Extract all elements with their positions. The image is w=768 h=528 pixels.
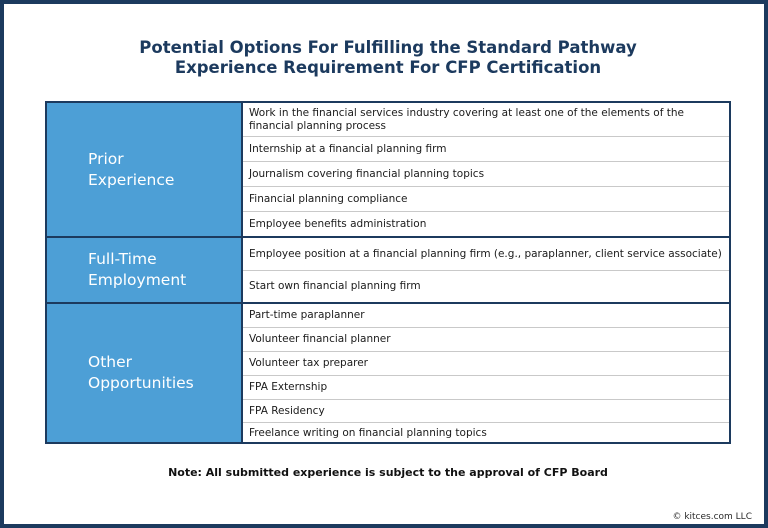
group-prior-experience: Prior Experience Work in the financial s…	[47, 103, 729, 236]
table-row: Part-time paraplanner	[249, 309, 365, 321]
table-row: Freelance writing on financial planning …	[243, 422, 729, 444]
category-label: Prior Experience	[88, 149, 175, 189]
table-row: Work in the financial services industry …	[249, 106, 684, 132]
category-cell: Other Opportunities	[47, 304, 243, 442]
group-other-opportunities: Other Opportunities Part-time paraplanne…	[47, 302, 729, 442]
table-row: FPA Externship	[243, 375, 729, 399]
copyright-notice: © kitces.com LLC	[672, 512, 752, 522]
table-row: Volunteer tax preparer	[243, 351, 729, 375]
category-cell: Full-Time Employment	[47, 238, 243, 302]
table-row: Employee benefits administration	[243, 211, 729, 236]
table-row: Financial planning compliance	[243, 186, 729, 211]
title-line-1: Potential Options For Fulfilling the Sta…	[139, 38, 637, 57]
table-row: Volunteer financial planner	[243, 327, 729, 351]
table-row: Internship at a financial planning firm	[243, 136, 729, 161]
item-list: Part-time paraplanner Volunteer financia…	[243, 304, 729, 442]
table-row: Start own financial planning firm	[243, 270, 729, 302]
options-table: Prior Experience Work in the financial s…	[45, 101, 731, 444]
title-line-2: Experience Requirement For CFP Certifica…	[174, 58, 602, 77]
footnote: Note: All submitted experience is subjec…	[168, 466, 608, 479]
table-row: Employee position at a financial plannin…	[249, 247, 722, 260]
item-list: Work in the financial services industry …	[243, 103, 729, 236]
table-row: Journalism covering financial planning t…	[243, 161, 729, 186]
table-row: FPA Residency	[243, 399, 729, 422]
group-full-time-employment: Full-Time Employment Employee position a…	[47, 236, 729, 302]
category-label: Full-Time Employment	[88, 250, 187, 289]
item-list: Employee position at a financial plannin…	[243, 238, 729, 302]
category-label: Other Opportunities	[88, 353, 194, 392]
page-title: Potential Options For Fulfilling the Sta…	[4, 38, 768, 78]
category-cell: Prior Experience	[47, 103, 243, 236]
